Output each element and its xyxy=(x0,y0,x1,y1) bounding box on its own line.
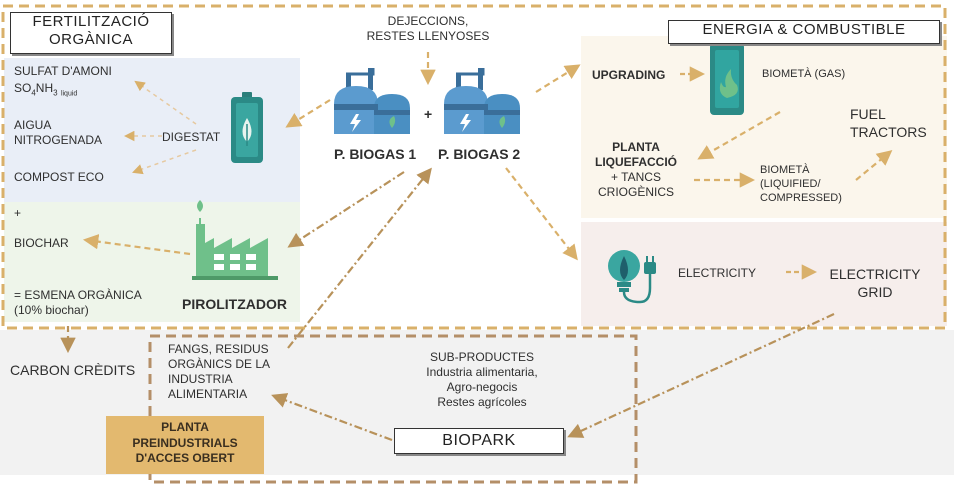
biogas-to-digestat-arrow xyxy=(285,99,331,128)
sub-products-label: SUB-PRODUCTES Industria alimentaria, Agr… xyxy=(402,350,562,410)
planta-liquefaccio-label: PLANTA LIQUEFACCIÓ xyxy=(586,140,686,170)
biogas-2-label: P. BIOGAS 2 xyxy=(438,146,521,162)
sub-line2: Industria alimentaria, xyxy=(426,365,538,379)
biogas-to-electricity-arrow xyxy=(505,167,578,261)
biopark-label: BIOPARK xyxy=(442,432,516,449)
fangs-line2: ORGÀNICS DE LA xyxy=(168,357,271,371)
biopark-to-fangs-arrow xyxy=(271,393,393,442)
fangs-line3: INDUSTRIA xyxy=(168,372,233,386)
pyro-to-biochar-arrow xyxy=(82,234,191,256)
sub-line3: Agro-negocis xyxy=(446,380,518,394)
biogas-to-pyro-arrow xyxy=(287,171,405,248)
energy-title-text: ENERGIA & COMBUSTIBLE xyxy=(702,21,906,38)
leaf-battery-icon xyxy=(231,92,263,163)
digestat-to-compost-arrow xyxy=(132,149,197,175)
upgrading-label: UPGRADING xyxy=(592,68,666,82)
formula-sub-4: 4 xyxy=(31,88,36,98)
fuel-line2: TRACTORS xyxy=(850,123,927,140)
compost-label: COMPOST ECO xyxy=(14,170,104,184)
electricity-grid-label: ELECTRICITY GRID xyxy=(822,266,928,301)
energy-title: ENERGIA & COMBUSTIBLE xyxy=(668,20,940,44)
biometa-liq-line2: (LIQUIFIED/ xyxy=(760,177,821,190)
preind-line1: PLANTA xyxy=(161,420,209,434)
grid-line1: ELECTRICITY xyxy=(829,266,921,282)
planta-preindustrials-box: PLANTA PREINDUSTRIALS D'ACCES OBERT xyxy=(106,416,264,474)
biometa-liquid-label: BIOMETÀ (LIQUIFIED/ COMPRESSED) xyxy=(760,164,842,205)
biogas-plant-1-icon xyxy=(334,68,410,134)
formula-label: SO4NH3 liquid xyxy=(14,81,77,99)
biogas-plant-2-icon xyxy=(444,68,520,134)
sub-line1: SUB-PRODUCTES xyxy=(429,350,534,364)
digestat-to-sulfat-arrow xyxy=(134,80,197,125)
formula-sub-3: 3 xyxy=(53,88,58,98)
tancs-line2: CRIOGÈNICS xyxy=(597,185,674,199)
energy-panel xyxy=(581,36,947,218)
formula-so: SO xyxy=(14,81,32,95)
biogas-to-upgrading-arrow xyxy=(535,64,581,93)
pirolitzador-label: PIROLITZADOR xyxy=(182,296,287,312)
grid-line2: GRID xyxy=(857,283,893,300)
biochar-label: BIOCHAR xyxy=(14,236,69,250)
tancs-line1: + TANCS xyxy=(611,170,661,184)
grid-to-biopark-arrow xyxy=(567,313,835,438)
flame-battery-icon xyxy=(710,38,744,115)
biometa-gas-label: BIOMETÀ (GAS) xyxy=(762,68,846,80)
fangs-line1: FANGS, RESIDUS xyxy=(168,342,269,356)
carbon-credits-label: CARBON CRÈDITS xyxy=(10,362,136,378)
fuel-tractors-label: FUEL TRACTORS xyxy=(850,106,927,141)
aigua-line1: AIGUA xyxy=(14,118,52,132)
biometa-liq-line3: COMPRESSED) xyxy=(760,191,842,204)
aigua-label: AIGUA NITROGENADA xyxy=(14,118,102,148)
planta-line1: PLANTA xyxy=(612,140,660,154)
sulfat-label: SULFAT D'AMONI xyxy=(14,64,112,78)
sub-line4: Restes agrícoles xyxy=(437,395,527,409)
formula-liquid: liquid xyxy=(60,90,78,98)
planta-line2: LIQUEFACCIÓ xyxy=(594,155,677,169)
outer-dashed-frame xyxy=(1,4,947,330)
fertilization-title-line2: ORGÀNICA xyxy=(48,31,133,48)
tank-to-liquefaction-arrow xyxy=(697,111,781,160)
bottom-dashed-frame xyxy=(148,334,638,484)
esmena-line1: = ESMENA ORGÀNICA xyxy=(14,288,142,302)
fertilization-title-line1: FERTILITZACIÓ xyxy=(32,13,150,30)
leaf-bulb-icon xyxy=(608,250,656,304)
formula-nh: NH xyxy=(35,81,54,95)
tancs-label: + TANCS CRIOGÈNICS xyxy=(586,170,686,200)
preind-line3: D'ACCES OBERT xyxy=(135,451,235,466)
biometa-liq-line1: BIOMETÀ xyxy=(760,164,810,176)
digestat-label: DIGESTAT xyxy=(162,130,221,144)
pyro-plus: + xyxy=(14,206,22,220)
biopark-box: BIOPARK xyxy=(394,428,564,454)
plus-sign: + xyxy=(424,106,433,122)
fangs-label: FANGS, RESIDUS ORGÀNICS DE LA INDUSTRIA … xyxy=(168,342,270,402)
esmena-label: = ESMENA ORGÀNICA (10% biochar) xyxy=(14,288,142,318)
biometa-to-fuel-arrow xyxy=(855,150,893,181)
preind-line2: PREINDUSTRIALS xyxy=(132,435,238,450)
fangs-to-biogas-arrow xyxy=(287,167,432,349)
aigua-line2: NITROGENADA xyxy=(14,133,103,147)
feed-line2: RESTES LLENYOSES xyxy=(366,29,490,43)
fertilization-title: FERTILITZACIÓ ORGÀNICA xyxy=(10,12,172,54)
biogas-1-label: P. BIOGAS 1 xyxy=(334,146,417,162)
esmena-line2: (10% biochar) xyxy=(14,303,89,317)
feed-label: DEJECCIONS, RESTES LLENYOSES xyxy=(350,14,506,44)
feed-line1: DEJECCIONS, xyxy=(387,14,469,28)
fangs-line4: ALIMENTARIA xyxy=(168,387,248,401)
electricity-label: ELECTRICITY xyxy=(678,266,757,280)
electricity-panel xyxy=(581,222,947,326)
fuel-line1: FUEL xyxy=(850,106,886,122)
factory-icon xyxy=(192,200,278,280)
